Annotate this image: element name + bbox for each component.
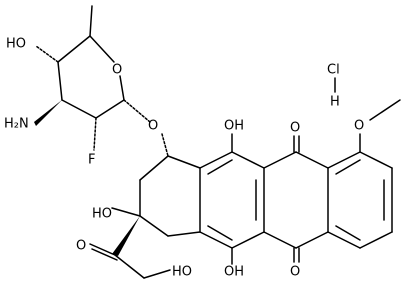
hydroxyl-label: HO bbox=[172, 265, 192, 280]
hcl-salt: Cl H bbox=[327, 63, 340, 110]
hydroxyl-label: HO bbox=[92, 207, 112, 222]
quinone-oxygen-label: O bbox=[290, 265, 300, 280]
wedge-bond bbox=[112, 216, 140, 256]
quinone-oxygen-label: O bbox=[290, 121, 300, 136]
sugar-ring: O HO H₂N F bbox=[4, 5, 151, 168]
chlorine-label: Cl bbox=[327, 63, 340, 78]
ring-d: O bbox=[327, 99, 401, 249]
ring-c: O O bbox=[263, 121, 329, 280]
ring-a: HO O HO bbox=[76, 155, 201, 280]
fluorine-label: F bbox=[88, 153, 95, 168]
ketone-oxygen-label: O bbox=[76, 239, 86, 254]
hydroxyl-label: OH bbox=[224, 119, 244, 134]
hydroxyl-label: HO bbox=[6, 37, 26, 52]
ring-b: OH OH bbox=[199, 119, 265, 280]
hydrogen-label: H bbox=[330, 95, 340, 110]
linker-oxygen-label: O bbox=[148, 119, 158, 134]
wedge-bond bbox=[34, 100, 62, 126]
ring-oxygen-label: O bbox=[112, 63, 122, 78]
methoxy-oxygen-label: O bbox=[354, 119, 364, 134]
hydroxyl-label: OH bbox=[224, 265, 244, 280]
amine-label: H₂N bbox=[4, 117, 29, 132]
